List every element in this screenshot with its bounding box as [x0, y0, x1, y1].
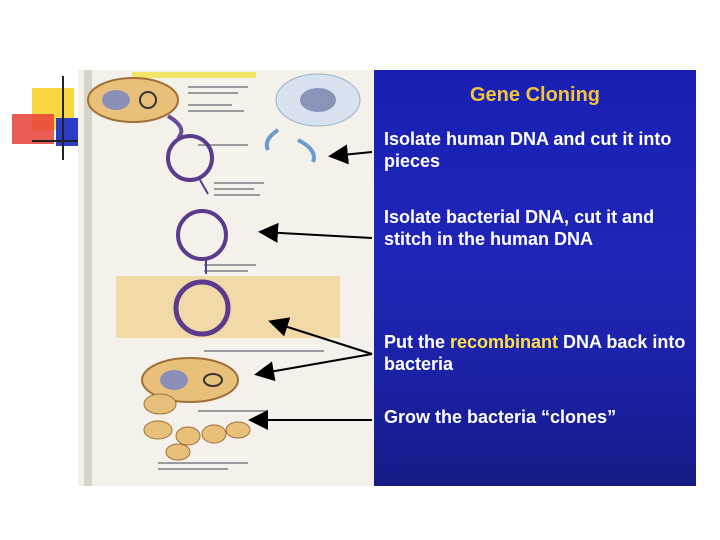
arrow-step-1 — [332, 152, 372, 156]
arrow-step-2 — [262, 232, 372, 238]
arrow-step-3b — [258, 354, 372, 374]
arrow-step-3a — [272, 322, 372, 354]
